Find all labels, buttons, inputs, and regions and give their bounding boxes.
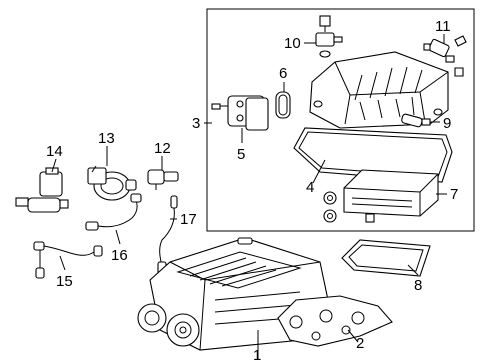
callout-10: 10 [284,35,301,52]
part-8-gasket [341,239,431,277]
part-9-sensor [401,113,431,128]
washers [323,191,337,223]
leader-lines [51,34,447,360]
callout-14: 14 [46,143,63,160]
callout-1: 1 [253,347,261,360]
part-13-actuator [87,165,137,201]
part-6-gasket [275,91,291,119]
callout-2: 2 [356,335,364,352]
callout-15: 15 [56,273,73,290]
callouts: 1 2 3 4 5 6 7 8 9 10 11 12 13 14 15 16 1… [46,18,458,360]
callout-6: 6 [279,65,287,82]
intake-cover [309,51,449,129]
callout-3: 3 [192,115,200,132]
part-10-sensor [315,15,343,58]
callout-8: 8 [414,277,422,294]
part-14-valve [15,167,69,213]
part-5-throttle-body [211,95,269,131]
part-7-module [343,169,439,223]
part-11-sensor [423,35,467,77]
callout-16: 16 [111,247,128,264]
callout-4: 4 [306,179,314,196]
callout-5: 5 [237,146,245,163]
callout-7: 7 [450,186,458,203]
part-15-harness [33,241,103,279]
callout-17: 17 [180,211,197,228]
part-4-gasket [293,127,453,183]
callout-9: 9 [443,115,451,132]
callout-13: 13 [98,130,115,147]
part-16-harness [85,193,142,231]
part-2-bracket [277,295,393,347]
callout-11: 11 [435,18,451,35]
callout-12: 12 [154,140,171,157]
part-12-sensor [147,169,179,190]
